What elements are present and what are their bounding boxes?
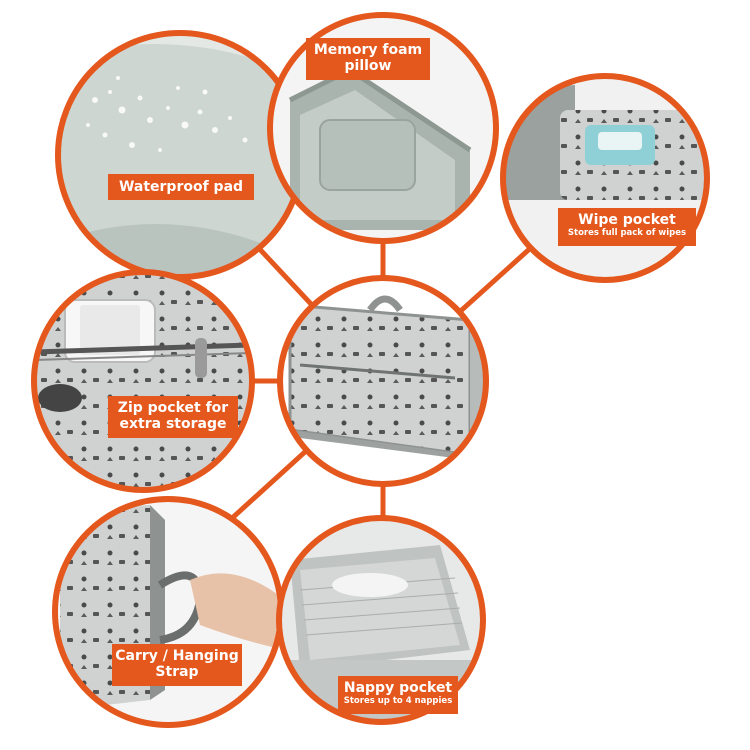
memory-foam-title-line1: Memory foam [313,42,423,58]
zip-pocket-title-line1: Zip pocket for [117,400,229,416]
waterproof-pad-label: Waterproof pad [108,174,254,200]
nappy-pocket-label: Nappy pocket Stores up to 4 nappies [338,676,458,714]
carry-strap-label: Carry / Hanging Strap [112,644,242,686]
changing-mat-product-photo [277,275,489,487]
hand-icon [190,573,281,650]
zip-pocket-title-line2: extra storage [119,416,227,433]
carry-strap-title-line2: Strap [155,664,199,681]
wipe-pocket-subtitle: Stores full pack of wipes [567,228,687,239]
carry-strap-title-line1: Carry / Hanging [115,648,239,664]
memory-foam-title-line2: pillow [344,58,392,75]
memory-foam-label: Memory foam pillow [306,38,430,80]
wipe-pocket-title: Wipe pocket [578,212,676,228]
waterproof-pad-title: Waterproof pad [118,179,244,195]
carry-strap-photo [52,496,284,728]
nappy-pocket-title: Nappy pocket [343,680,453,696]
water-droplets [86,76,248,152]
zip-pocket-photo [31,269,255,493]
nappy-pocket-subtitle: Stores up to 4 nappies [343,696,453,707]
zip-pocket-label: Zip pocket for extra storage [108,396,238,438]
wipe-pocket-photo [500,73,710,283]
waterproof-pad-photo [55,30,305,280]
wipe-pocket-label: Wipe pocket Stores full pack of wipes [558,208,696,246]
